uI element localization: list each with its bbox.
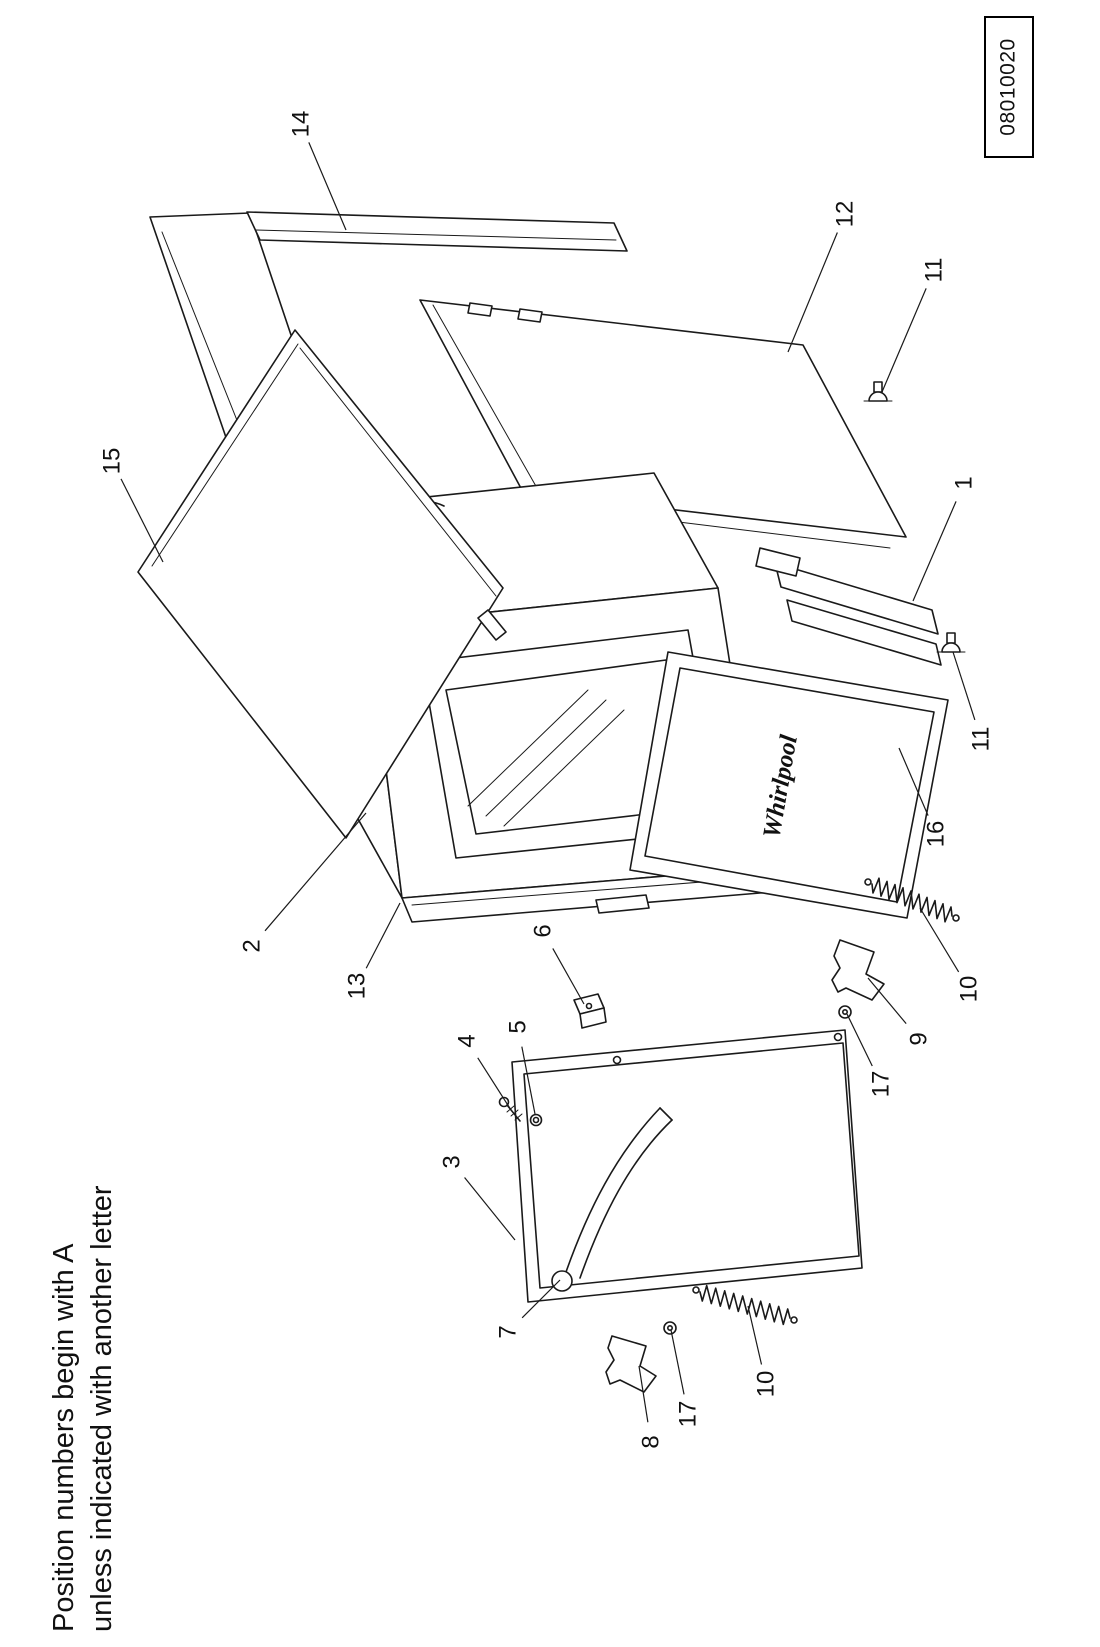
leader-line: [912, 501, 957, 602]
part-number-label: 17: [675, 1401, 702, 1428]
position-note-line1: Position numbers begin with A: [48, 1243, 80, 1633]
part-15-side-panel: [137, 329, 507, 839]
leader-line: [120, 478, 164, 563]
leader-line: [881, 288, 927, 393]
leader-line: [477, 1057, 512, 1111]
part-5-nut: [529, 1113, 543, 1127]
part-number-label: 11: [968, 727, 995, 752]
position-note-line2: unless indicated with another letter: [85, 1185, 118, 1632]
leader-line: [521, 1279, 561, 1319]
leader-line: [747, 1305, 763, 1365]
part-number-label: 2: [239, 939, 266, 952]
leader-line: [365, 902, 401, 969]
part-6-clamp: [573, 993, 607, 1029]
part-10-spring: [864, 877, 960, 923]
doc-number-box: 08010020: [984, 16, 1034, 158]
part-16-control-panel: Whirlpool: [629, 651, 949, 919]
leader-line: [670, 1329, 685, 1395]
part-number-label: 7: [495, 1325, 522, 1338]
part-number-label: 15: [99, 448, 126, 475]
part-12-back-panel: [419, 299, 907, 549]
part-9-hinge: [831, 939, 885, 1001]
leader-line: [521, 1046, 536, 1115]
part-number-label: 3: [439, 1155, 466, 1168]
position-note: Position numbers begin with A unless ind…: [46, 1072, 121, 1632]
leader-line: [952, 651, 976, 721]
part-11-foot: [936, 632, 966, 653]
part-number-label: 12: [832, 201, 859, 228]
part-number-label: 8: [638, 1435, 665, 1448]
part-3-door: [511, 1029, 863, 1303]
leader-line: [464, 1177, 516, 1241]
part-1-base-rail: [755, 547, 942, 666]
leader-line: [308, 142, 347, 231]
part-7-handle: [551, 1107, 673, 1292]
part-10-spring: [692, 1284, 798, 1326]
leader-line: [264, 812, 367, 932]
part-17-ring: [663, 1321, 677, 1335]
part-number-label: 10: [956, 976, 983, 1003]
part-number-label: 10: [753, 1371, 780, 1398]
leader-line: [846, 1013, 873, 1067]
part-number-label: 13: [344, 973, 371, 1000]
leader-line: [552, 948, 585, 1005]
part-number-label: 1: [951, 476, 978, 489]
part-number-label: 6: [530, 924, 557, 937]
part-number-label: 17: [868, 1071, 895, 1098]
leader-line: [638, 1365, 649, 1423]
part-8-hinge: [605, 1335, 657, 1393]
leader-line: [867, 977, 907, 1025]
part-17-ring: [838, 1005, 852, 1019]
doc-number: 08010020: [997, 38, 1020, 136]
part-number-label: 16: [923, 821, 950, 848]
leader-line: [787, 232, 838, 353]
part-11-foot: [863, 381, 893, 402]
part-number-label: 11: [921, 258, 948, 283]
leader-line: [898, 747, 929, 816]
leader-line: [919, 907, 960, 973]
part-number-label: 4: [454, 1034, 481, 1047]
part-number-label: 9: [906, 1032, 933, 1045]
part-number-label: 5: [505, 1020, 532, 1033]
part-number-label: 14: [288, 111, 315, 138]
